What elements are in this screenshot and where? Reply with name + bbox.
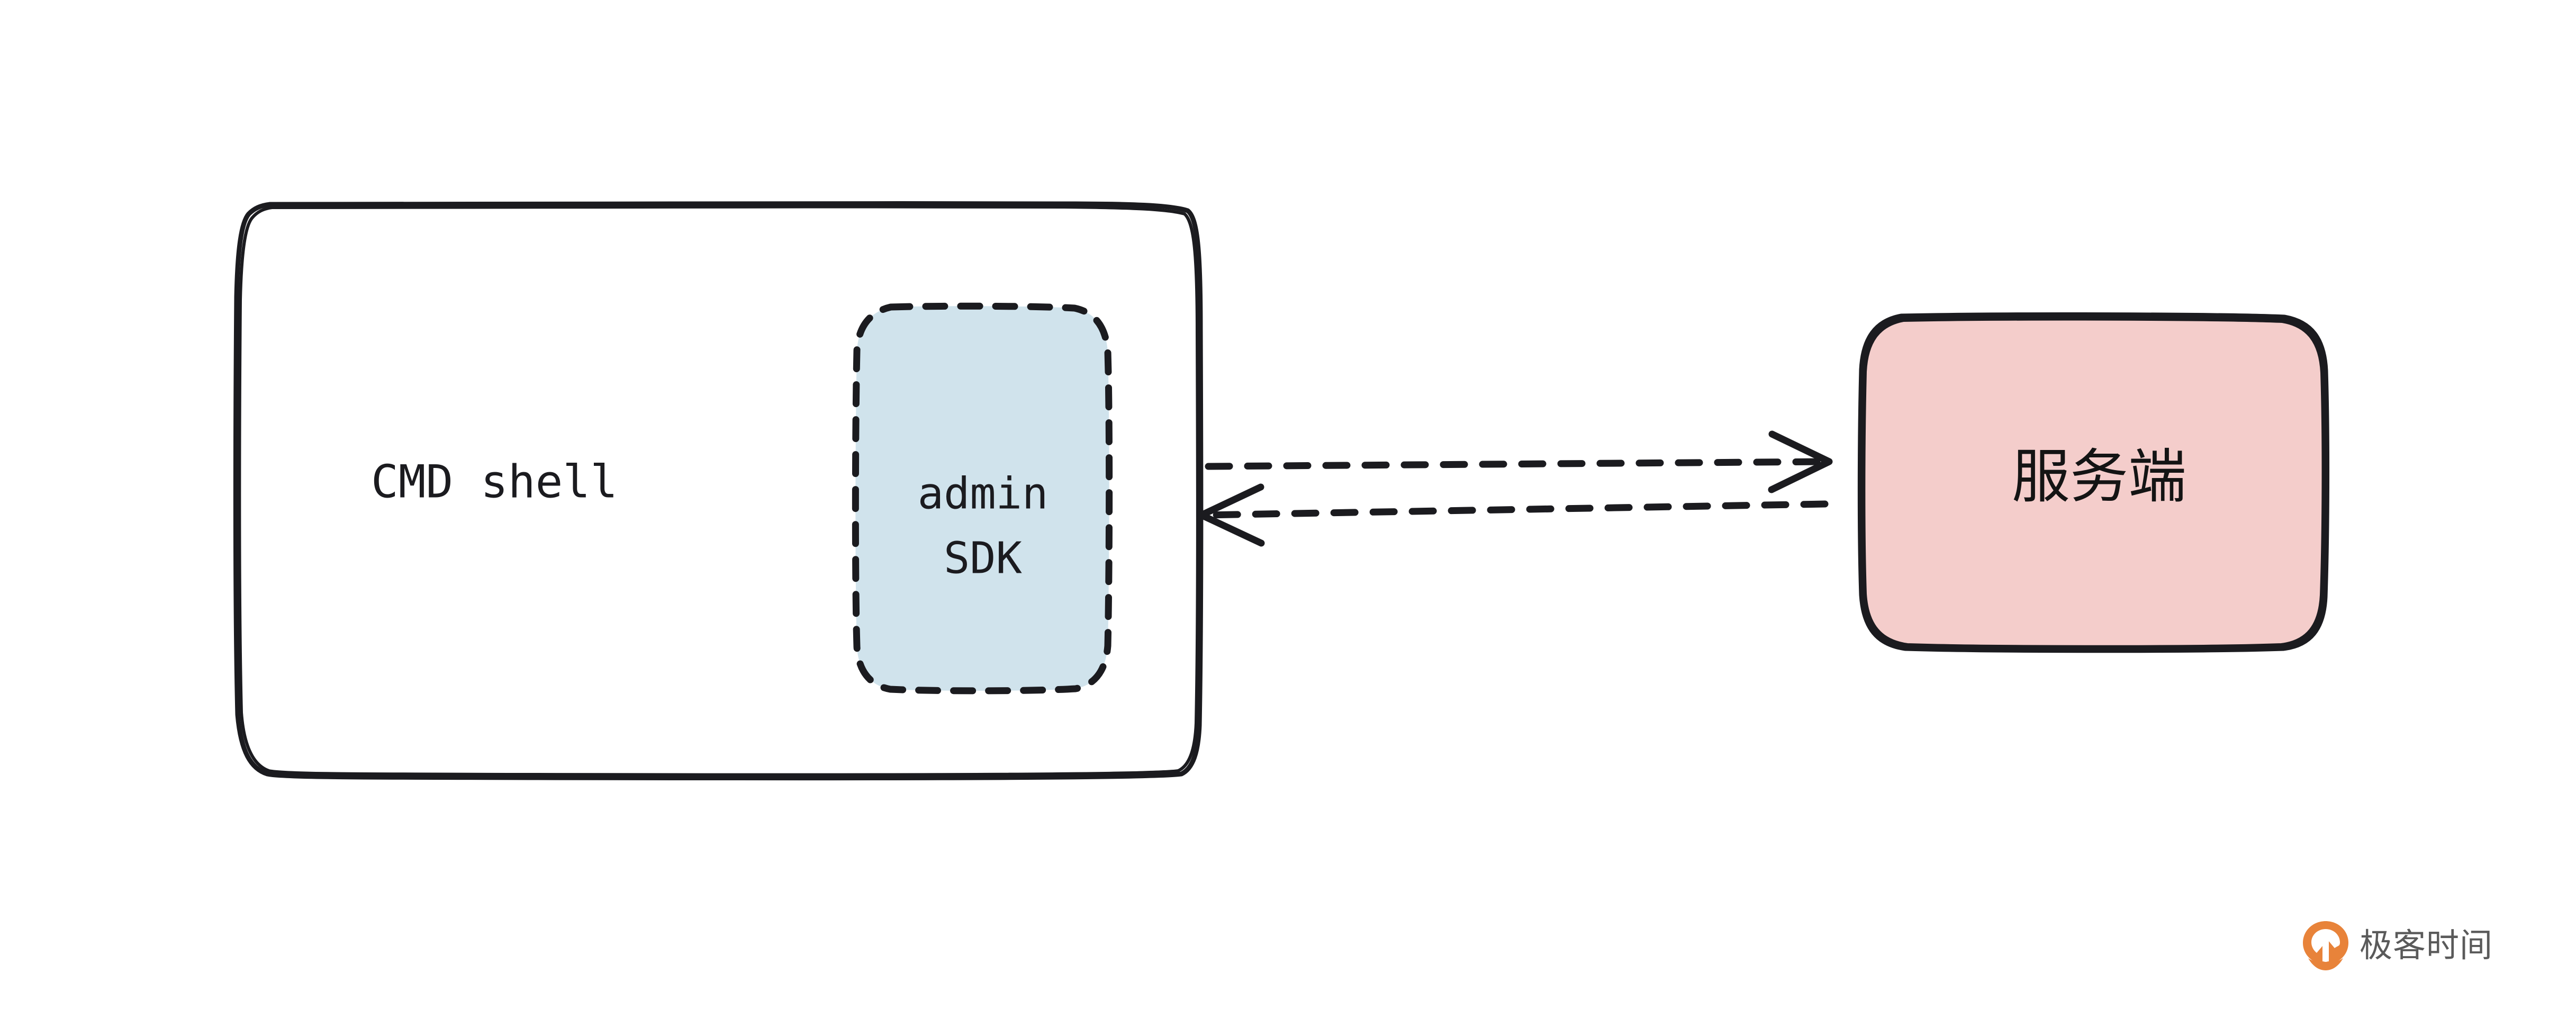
response-arrow-line — [1201, 500, 1829, 519]
node-cmd-shell[interactable]: CMD shell — [233, 201, 1204, 781]
cmd-shell-border-inner — [238, 205, 1199, 777]
response-arrow-head — [1198, 483, 1265, 547]
request-arrow-line — [1205, 458, 1831, 470]
node-server[interactable]: 服务端 — [1857, 312, 2330, 653]
node-admin-sdk[interactable]: admin SDK — [852, 302, 1113, 695]
server-border-outer — [1857, 312, 2330, 653]
admin-sdk-label-line2: SDK — [944, 533, 1023, 583]
server-fill — [1860, 315, 2327, 650]
request-arrow-head — [1768, 430, 1833, 493]
watermark: 极客时间 — [2301, 920, 2493, 971]
server-border-inner — [1862, 317, 2325, 648]
admin-sdk-dashed-border — [852, 302, 1113, 695]
watermark-brand-text: 极客时间 — [2360, 926, 2493, 965]
cmd-shell-label: CMD shell — [371, 455, 618, 508]
geektime-pin-logo-icon — [2303, 921, 2348, 970]
cmd-shell-border-outer — [233, 201, 1204, 781]
admin-sdk-fill — [855, 306, 1109, 691]
edge-response-arrow[interactable] — [1198, 483, 1829, 547]
admin-sdk-label-line1: admin — [918, 469, 1049, 519]
edge-request-arrow[interactable] — [1205, 430, 1833, 493]
server-label: 服务端 — [2012, 443, 2186, 510]
